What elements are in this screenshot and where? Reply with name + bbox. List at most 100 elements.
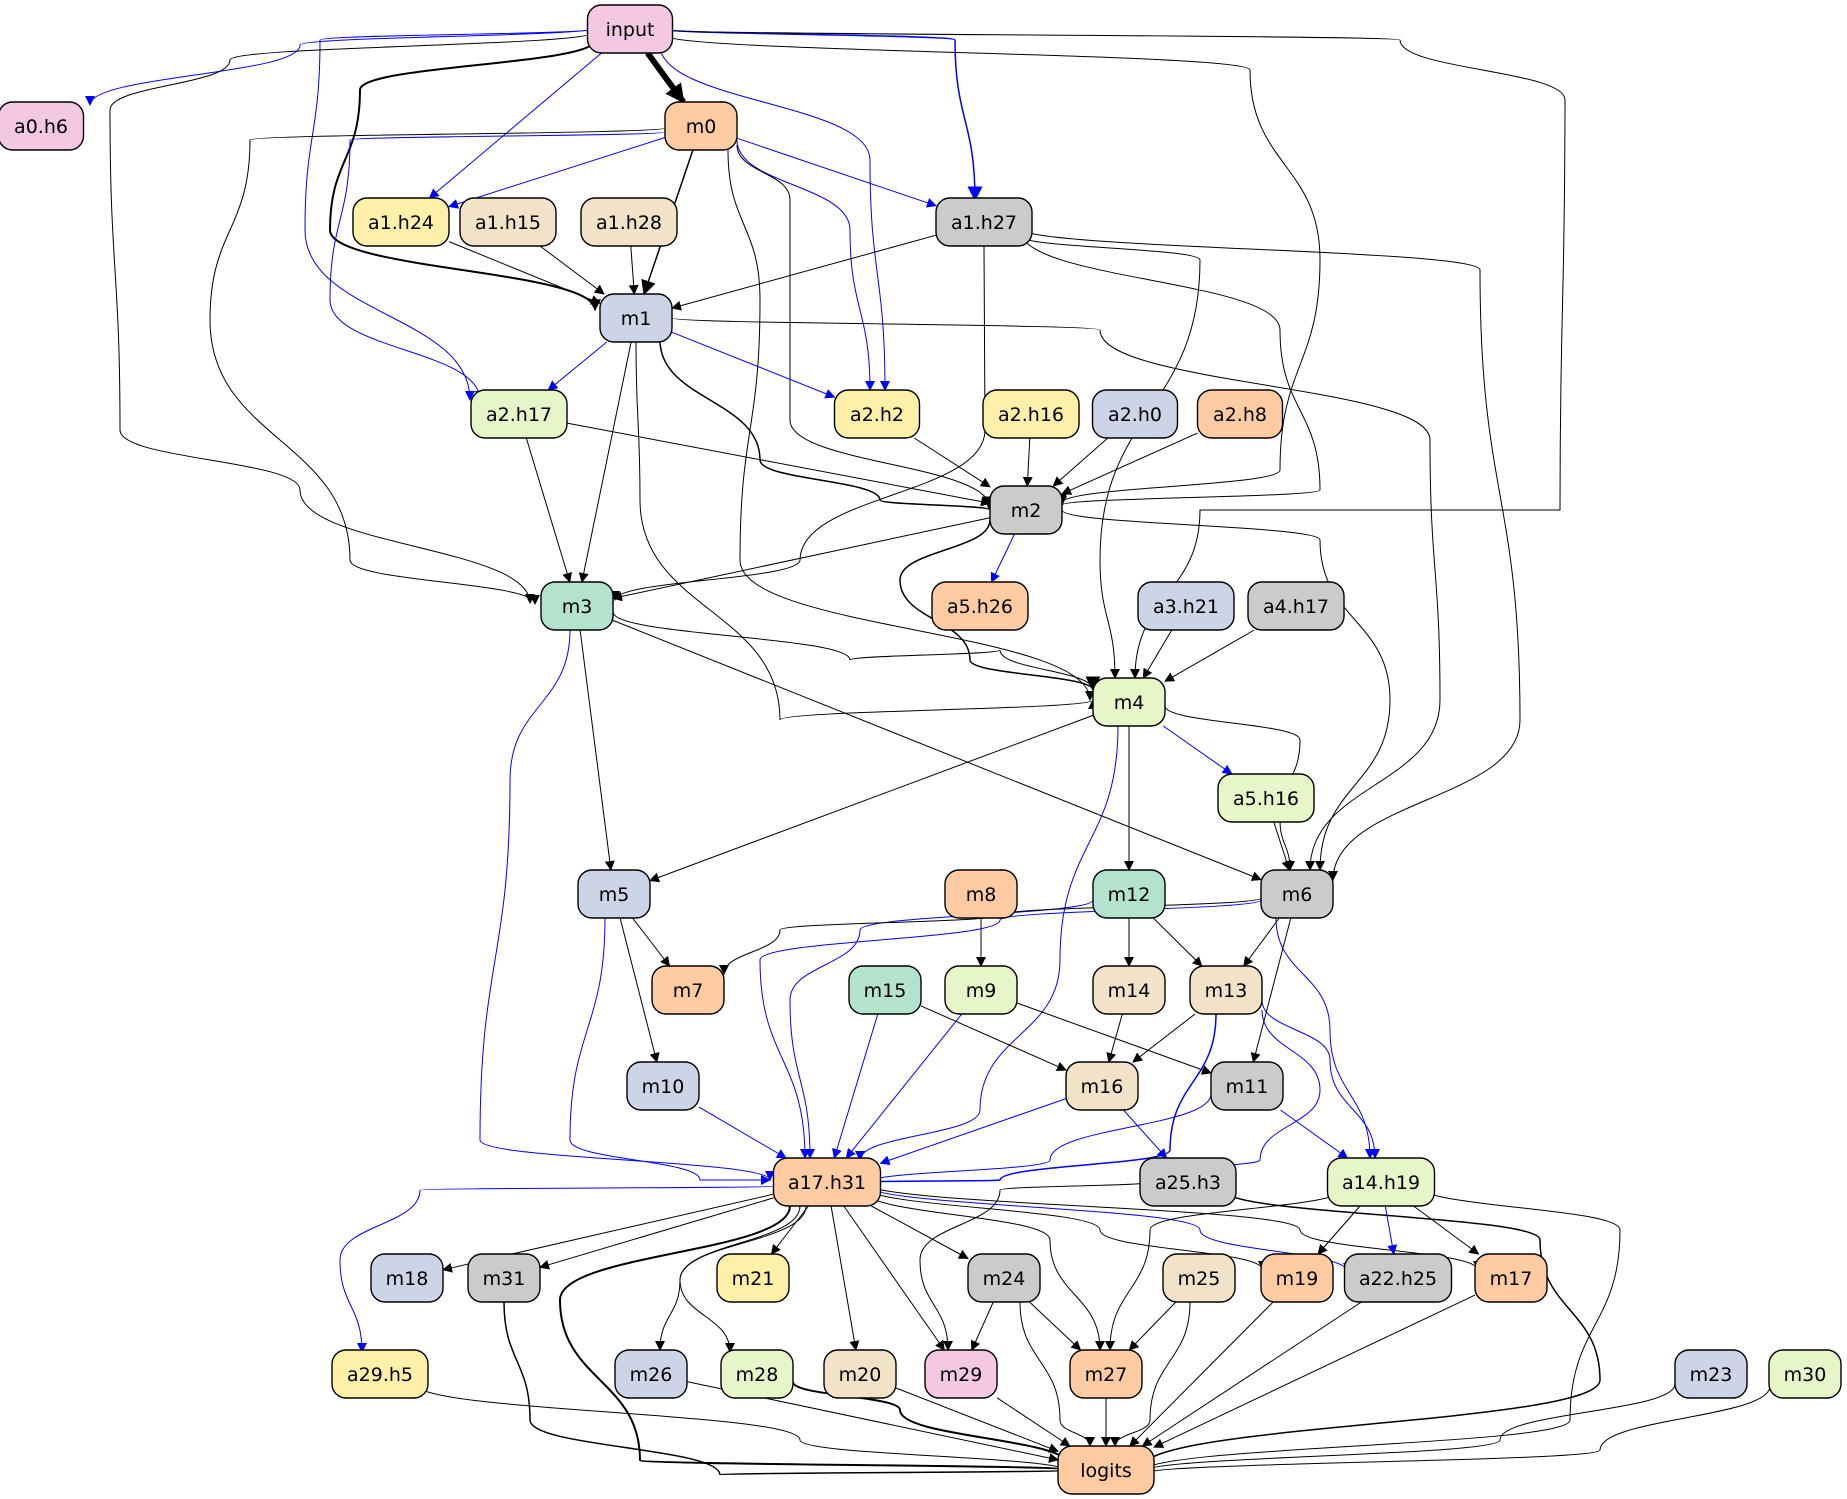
edge-path bbox=[1384, 1205, 1398, 1255]
node-label: m19 bbox=[1276, 1268, 1319, 1290]
node-m1[interactable]: m1 bbox=[599, 293, 673, 343]
edge-path bbox=[304, 28, 596, 401]
node-a14-h19[interactable]: a14.h19 bbox=[1326, 1157, 1436, 1207]
node-a1-h27[interactable]: a1.h27 bbox=[935, 197, 1033, 247]
edge-input-to-m3 bbox=[109, 31, 596, 604]
node-box bbox=[989, 485, 1063, 535]
node-a2-h0[interactable]: a2.h0 bbox=[1091, 389, 1179, 439]
node-m27[interactable]: m27 bbox=[1069, 1349, 1143, 1399]
node-a22-h25[interactable]: a22.h25 bbox=[1343, 1253, 1453, 1303]
edge-path bbox=[649, 714, 1094, 883]
edge-path bbox=[871, 1205, 969, 1259]
edge-path bbox=[865, 1093, 1212, 1183]
node-m26[interactable]: m26 bbox=[614, 1349, 688, 1399]
node-m16[interactable]: m16 bbox=[1065, 1061, 1139, 1111]
node-a3-h21[interactable]: a3.h21 bbox=[1137, 581, 1235, 631]
edge-path bbox=[830, 1205, 860, 1351]
node-m18[interactable]: m18 bbox=[370, 1253, 444, 1303]
node-m17[interactable]: m17 bbox=[1474, 1253, 1548, 1303]
node-box bbox=[1474, 1253, 1548, 1303]
node-m13[interactable]: m13 bbox=[1189, 965, 1263, 1015]
edge-path bbox=[610, 245, 986, 601]
node-m10[interactable]: m10 bbox=[626, 1061, 700, 1111]
node-m31[interactable]: m31 bbox=[467, 1253, 541, 1303]
edge-path bbox=[792, 1381, 1076, 1468]
edge-m23-to-logits bbox=[1137, 1383, 1676, 1473]
node-label: a2.h0 bbox=[1108, 404, 1162, 426]
node-box bbox=[614, 1349, 688, 1399]
node-m20[interactable]: m20 bbox=[823, 1349, 897, 1399]
node-a2-h17[interactable]: a2.h17 bbox=[470, 389, 568, 439]
edge-path bbox=[832, 1013, 879, 1159]
edge-a25.h3-to-m29 bbox=[919, 1181, 1153, 1351]
node-m19[interactable]: m19 bbox=[1260, 1253, 1334, 1303]
node-m25[interactable]: m25 bbox=[1162, 1253, 1236, 1303]
edge-path bbox=[539, 1197, 774, 1270]
edge-path bbox=[1163, 725, 1233, 775]
node-m12[interactable]: m12 bbox=[1092, 869, 1166, 919]
edge-m0-to-a1.h24 bbox=[448, 137, 666, 209]
node-box bbox=[833, 389, 921, 439]
edge-path bbox=[879, 1098, 1067, 1166]
node-a17-h31[interactable]: a17.h31 bbox=[772, 1157, 882, 1207]
edge-path bbox=[659, 339, 998, 512]
node-m8[interactable]: m8 bbox=[944, 869, 1018, 919]
edge-m20-to-logits bbox=[895, 1387, 1059, 1453]
edge-path bbox=[1273, 821, 1292, 871]
node-m28[interactable]: m28 bbox=[720, 1349, 794, 1399]
node-a5-h16[interactable]: a5.h16 bbox=[1217, 773, 1315, 823]
edge-a1.h27-to-m2 bbox=[1019, 229, 1321, 506]
node-a2-h8[interactable]: a2.h8 bbox=[1196, 389, 1284, 439]
node-m9[interactable]: m9 bbox=[944, 965, 1018, 1015]
node-m7[interactable]: m7 bbox=[651, 965, 725, 1015]
node-m24[interactable]: m24 bbox=[967, 1253, 1041, 1303]
node-m14[interactable]: m14 bbox=[1092, 965, 1166, 1015]
edge-m0-to-m3 bbox=[209, 127, 666, 605]
edge-m6-to-m13 bbox=[1243, 917, 1280, 967]
edge-path bbox=[1105, 1187, 1346, 1351]
edge-m5-to-a17.h31 bbox=[569, 917, 771, 1185]
node-m23[interactable]: m23 bbox=[1674, 1349, 1748, 1399]
node-m15[interactable]: m15 bbox=[848, 965, 922, 1015]
node-label: m11 bbox=[1226, 1076, 1269, 1098]
node-input[interactable]: input bbox=[586, 4, 674, 54]
node-a1-h28[interactable]: a1.h28 bbox=[580, 197, 678, 247]
edge-input-to-m1 bbox=[328, 39, 601, 312]
node-a25-h3[interactable]: a25.h3 bbox=[1139, 1157, 1237, 1207]
node-label: a2.h17 bbox=[486, 404, 552, 426]
edge-path bbox=[679, 1205, 801, 1353]
node-logits[interactable]: logits bbox=[1057, 1445, 1155, 1495]
node-m5[interactable]: m5 bbox=[577, 869, 651, 919]
edge-input-to-a2.h2 bbox=[659, 44, 890, 391]
node-m4[interactable]: m4 bbox=[1092, 677, 1166, 727]
node-a4-h17[interactable]: a4.h17 bbox=[1247, 581, 1345, 631]
node-a2-h16[interactable]: a2.h16 bbox=[982, 389, 1080, 439]
node-m11[interactable]: m11 bbox=[1210, 1061, 1284, 1111]
node-box bbox=[1189, 965, 1263, 1015]
node-m30[interactable]: m30 bbox=[1768, 1349, 1842, 1399]
node-a2-h2[interactable]: a2.h2 bbox=[833, 389, 921, 439]
edge-a1.h24-to-m1 bbox=[448, 241, 601, 305]
node-a29-h5[interactable]: a29.h5 bbox=[331, 1349, 429, 1399]
edge-input-to-a0.h6 bbox=[85, 27, 596, 106]
node-m2[interactable]: m2 bbox=[989, 485, 1063, 535]
edge-path bbox=[612, 517, 991, 602]
node-a1-h24[interactable]: a1.h24 bbox=[352, 197, 450, 247]
edge-m19-to-logits bbox=[1129, 1301, 1274, 1447]
edge-path bbox=[1413, 1205, 1480, 1255]
node-m6[interactable]: m6 bbox=[1260, 869, 1334, 919]
node-a5-h26[interactable]: a5.h26 bbox=[931, 581, 1029, 631]
edge-path bbox=[339, 1185, 781, 1353]
node-label: a2.h8 bbox=[1213, 404, 1267, 426]
node-m21[interactable]: m21 bbox=[716, 1253, 790, 1303]
node-a0-h6[interactable]: a0.h6 bbox=[0, 101, 85, 151]
edge-path bbox=[1022, 437, 1033, 487]
node-m0[interactable]: m0 bbox=[664, 101, 738, 151]
edge-m3-to-a17.h31 bbox=[479, 629, 775, 1181]
node-a1-h15[interactable]: a1.h15 bbox=[459, 197, 557, 247]
edge-path bbox=[736, 137, 937, 208]
node-m29[interactable]: m29 bbox=[924, 1349, 998, 1399]
node-m3[interactable]: m3 bbox=[540, 581, 614, 631]
node-box bbox=[1196, 389, 1284, 439]
